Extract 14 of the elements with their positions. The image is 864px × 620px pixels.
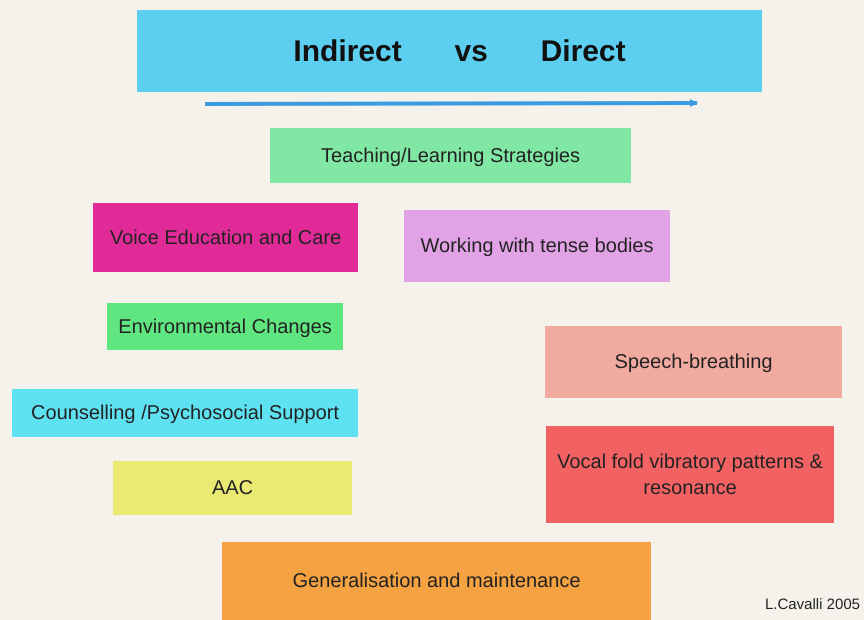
- title-text: vs: [454, 34, 488, 70]
- strategy-box: AAC: [113, 461, 352, 515]
- strategy-box: Voice Education and Care: [93, 203, 358, 272]
- strategy-box: Counselling /Psychosocial Support: [12, 389, 358, 437]
- strategy-box: Environmental Changes: [107, 303, 343, 350]
- strategy-box: Teaching/Learning Strategies: [270, 128, 631, 183]
- title-banner: [137, 10, 762, 92]
- title-text: Direct: [540, 34, 626, 70]
- credit-text: L.Cavalli 2005: [764, 596, 860, 613]
- strategy-box: Speech-breathing: [545, 326, 842, 398]
- strategy-box: Generalisation and maintenance: [222, 542, 651, 620]
- strategy-box: Working with tense bodies: [404, 210, 670, 282]
- title-text: Indirect: [293, 34, 402, 70]
- strategy-box: Vocal fold vibratory patterns & resonance: [546, 426, 834, 523]
